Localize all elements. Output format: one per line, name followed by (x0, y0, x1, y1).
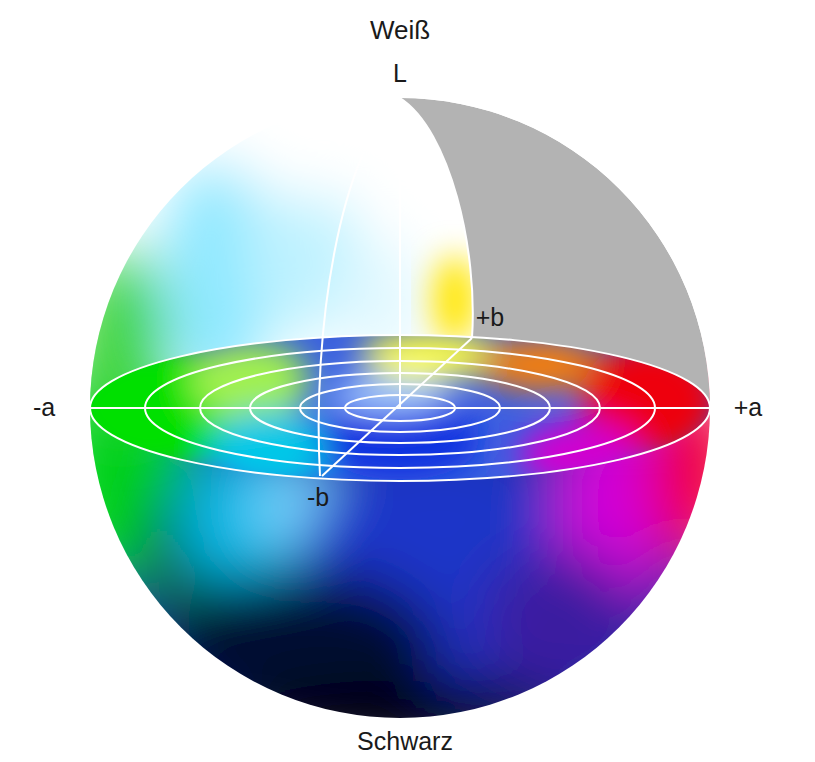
axis-label: Weiß (370, 16, 430, 45)
axis-label: L (393, 60, 407, 88)
axis-label: +a (734, 394, 763, 422)
axis-label: -a (33, 394, 55, 422)
axis-label: +b (476, 304, 505, 332)
axis-label: -b (307, 484, 329, 512)
axis-label: Schwarz (357, 728, 453, 756)
